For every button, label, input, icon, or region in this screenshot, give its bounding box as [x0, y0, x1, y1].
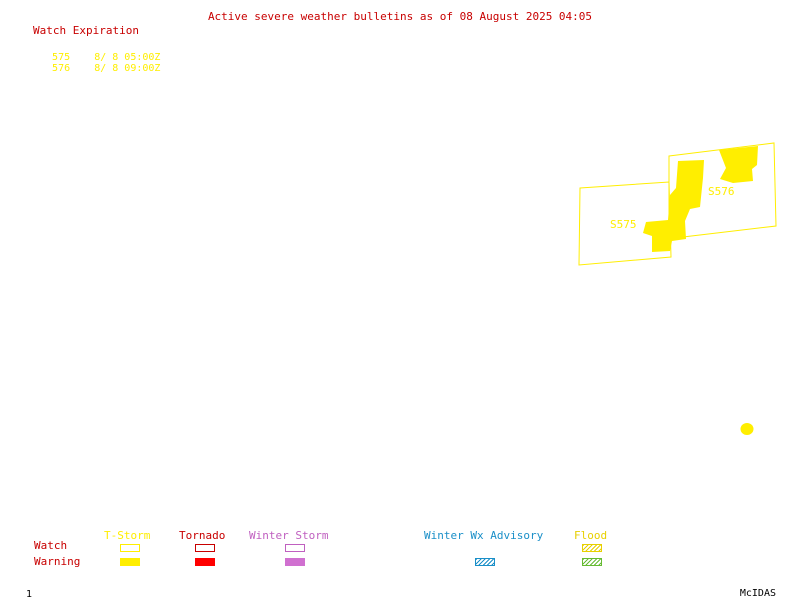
legend-winter-advisory-label: Winter Wx Advisory [424, 529, 544, 542]
bulletin-title: Active severe weather bulletins as of 08… [207, 10, 593, 23]
legend-watch-row-label: Watch [34, 539, 68, 552]
legend-tornado-watch-swatch [195, 544, 215, 552]
tstorm-warning-area [643, 160, 704, 252]
watch-expiration-heading: Watch Expiration [33, 24, 139, 37]
legend-flood-watch-swatch [582, 544, 602, 552]
legend-tornado-label: Tornado [179, 529, 226, 542]
watch-id: 575 [52, 52, 71, 63]
legend-winter-storm-warning-swatch [285, 558, 305, 566]
legend-tornado-warning-swatch [195, 558, 215, 566]
watch-id: 576 [52, 63, 71, 74]
watch-575-outline [578, 181, 672, 266]
legend-flood-warning-swatch [582, 558, 602, 566]
mcidas-brand: McIDAS [739, 588, 776, 599]
legend-tstorm-watch-swatch [120, 544, 140, 552]
tstorm-warning-area [740, 423, 754, 435]
watch-expires: 8/ 8 09:00Z [94, 63, 161, 74]
watch-expiration-row: 575 8/ 8 05:00Z [40, 40, 160, 64]
frame-number: 1 [26, 589, 33, 600]
legend-winter-advisory-warning-swatch [475, 558, 495, 566]
legend-tstorm-label: T-Storm [104, 529, 151, 542]
watch-label-575: S575 [610, 218, 637, 231]
watch-label-576: S576 [708, 185, 735, 198]
watch-expiration-row: 576 8/ 8 09:00Z [40, 51, 160, 75]
legend-flood-label: Flood [574, 529, 608, 542]
legend-tstorm-warning-swatch [120, 558, 140, 566]
tstorm-warning-area [719, 146, 758, 183]
legend-winter-storm-label: Winter Storm [249, 529, 329, 542]
legend-warning-row-label: Warning [34, 555, 81, 568]
legend-winter-storm-watch-swatch [285, 544, 305, 552]
watch-expires: 8/ 8 05:00Z [94, 52, 161, 63]
